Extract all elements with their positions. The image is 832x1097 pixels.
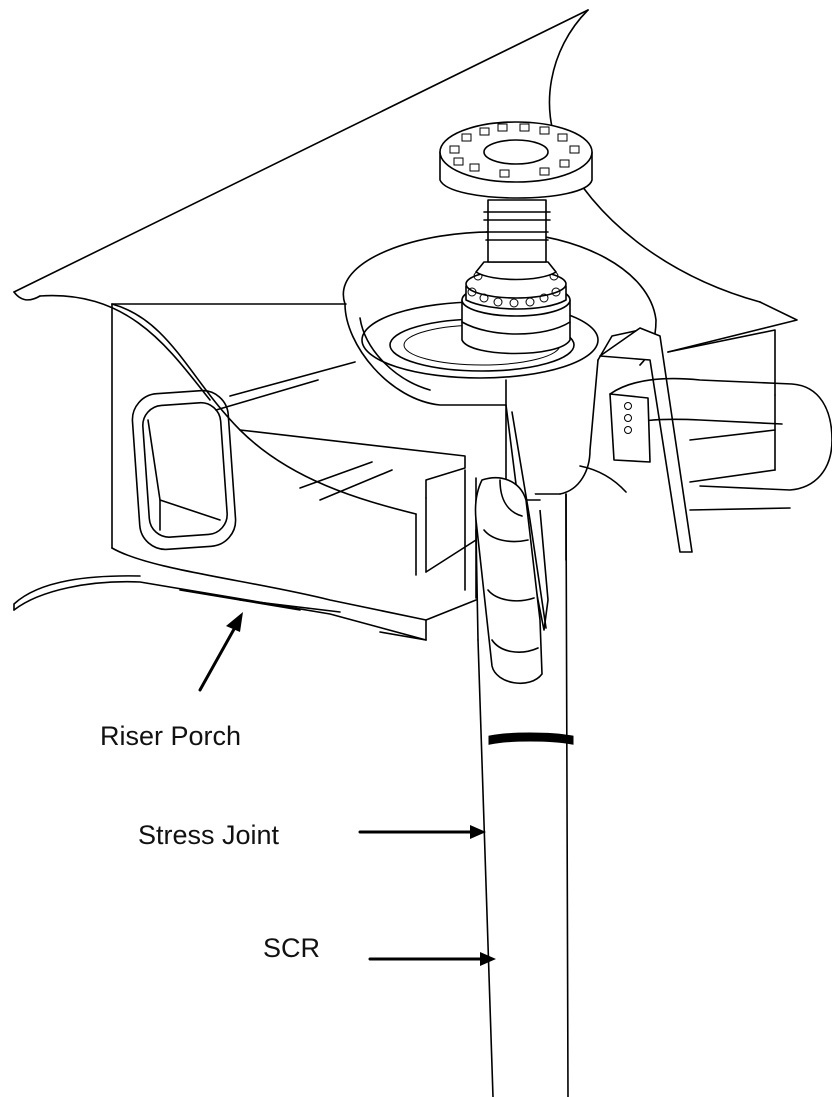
riser-porch-label: Riser Porch bbox=[100, 721, 242, 751]
guide-hoop bbox=[475, 478, 542, 683]
flex-joint-assembly bbox=[440, 122, 592, 354]
flange-bolt-holes bbox=[450, 124, 579, 177]
callout-arrows bbox=[200, 612, 496, 966]
scr-arrow bbox=[370, 952, 496, 966]
hang-off-bracket bbox=[600, 328, 832, 552]
pipe-joint-band bbox=[490, 734, 572, 743]
stress-joint-label: Stress Joint bbox=[138, 820, 280, 850]
scr-label: SCR bbox=[263, 933, 321, 963]
stress-joint-arrow bbox=[360, 825, 486, 839]
access-opening bbox=[131, 389, 238, 551]
riser-porch-arrow bbox=[200, 612, 243, 690]
scr-pipe bbox=[476, 494, 572, 1097]
